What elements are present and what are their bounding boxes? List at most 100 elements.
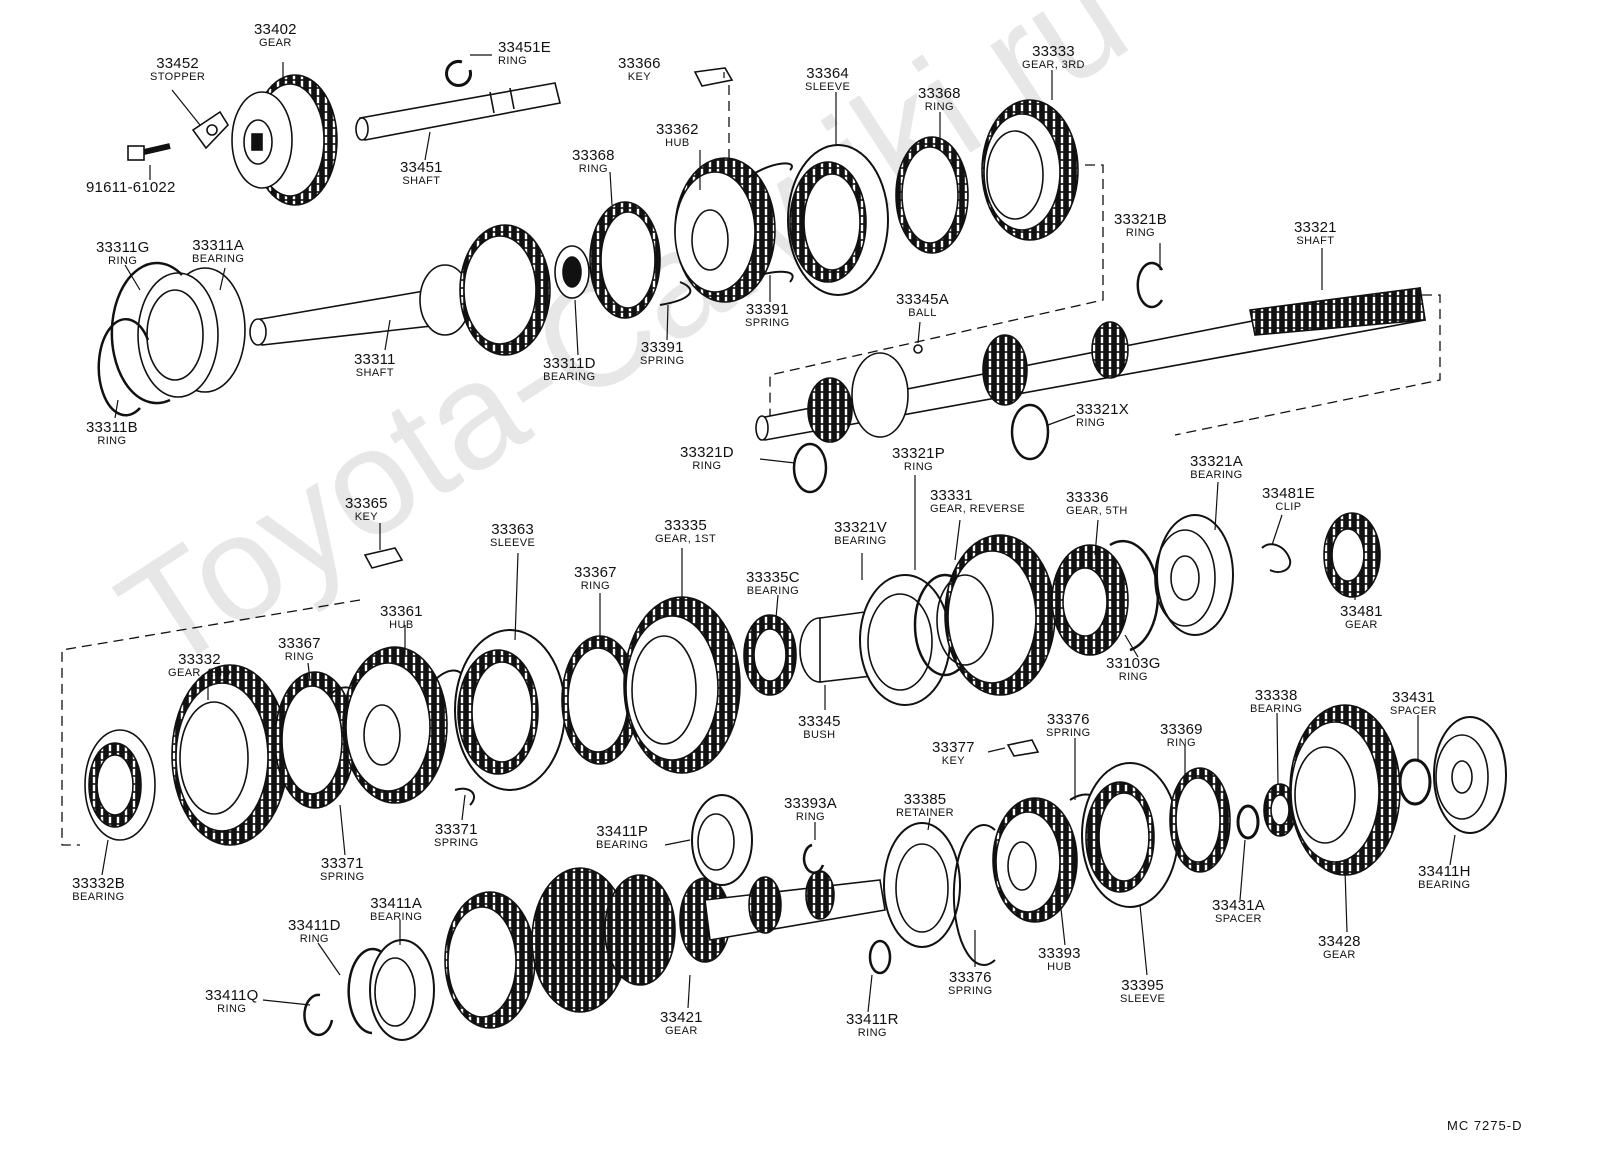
bearing-33411h-drawing — [1433, 716, 1507, 834]
gear-33428-drawing — [1289, 704, 1401, 876]
ring-33411r-drawing — [868, 939, 892, 975]
ball-33345a-drawing — [913, 344, 923, 354]
ring-33311b-drawing — [97, 317, 150, 417]
ring-33411q-drawing — [303, 993, 334, 1037]
shaft-33321-drawing — [755, 287, 1426, 443]
key-33366-drawing — [693, 67, 734, 87]
bolt-91611-drawing — [127, 143, 171, 161]
ring-33321d-drawing — [792, 442, 828, 494]
gear-33402-drawing — [231, 74, 338, 206]
stopper-33452-drawing — [191, 110, 230, 150]
bearing-33321v-drawing — [859, 574, 951, 706]
ring-33321x-drawing — [1010, 403, 1050, 461]
ring-33369-drawing — [1169, 767, 1231, 873]
hub-33362-drawing — [674, 157, 776, 303]
spacer-33431-drawing — [1398, 758, 1432, 806]
gear-33336-drawing — [1051, 544, 1129, 656]
bearing-33411a-drawing — [369, 939, 435, 1041]
ring-33311g-drawing — [110, 261, 183, 405]
ring-33321b-drawing — [1136, 261, 1164, 309]
ring-33411d-drawing — [347, 947, 386, 1035]
hub-33393-drawing — [992, 797, 1078, 923]
spring-33391b-drawing — [659, 281, 692, 306]
bearing-33311d-drawing — [554, 245, 590, 299]
diagram-code: MC 7275-D — [1447, 1118, 1523, 1133]
gear-33421-drawing — [444, 867, 886, 1029]
bearing-33338-drawing — [1263, 783, 1297, 837]
spring-33376b-drawing — [952, 824, 996, 966]
bearing-33332b-drawing — [84, 729, 156, 841]
clip-33481e-drawing — [1261, 543, 1292, 573]
shaft-33451-drawing — [355, 82, 561, 141]
key-33365-drawing — [363, 547, 404, 569]
ring-33451e-drawing — [445, 60, 472, 87]
gear-33335-drawing — [623, 596, 741, 774]
gear-33331-drawing — [936, 534, 1056, 696]
bearing-33335c-drawing — [743, 614, 797, 696]
ring-33367a-drawing — [561, 635, 639, 765]
shaft-33311-drawing — [249, 224, 551, 356]
ring-33367b-drawing — [274, 671, 356, 809]
spring-33391a-drawing — [744, 162, 794, 283]
bearing-33311a-drawing — [137, 267, 246, 398]
hub-33361-drawing — [342, 646, 448, 804]
ring-33368b-drawing — [589, 201, 661, 319]
sleeve-33363-drawing — [454, 629, 566, 791]
sleeve-33395-drawing — [1081, 762, 1179, 908]
spacer-33431a-drawing — [1236, 804, 1260, 840]
bearing-33321a-drawing — [1154, 514, 1234, 636]
ring-33368a-drawing — [895, 136, 969, 254]
leader-lines — [101, 54, 1456, 1013]
bearing-33411p-drawing — [691, 794, 753, 886]
ring-33393a-drawing — [802, 843, 825, 874]
gear-33333-drawing — [981, 99, 1079, 241]
